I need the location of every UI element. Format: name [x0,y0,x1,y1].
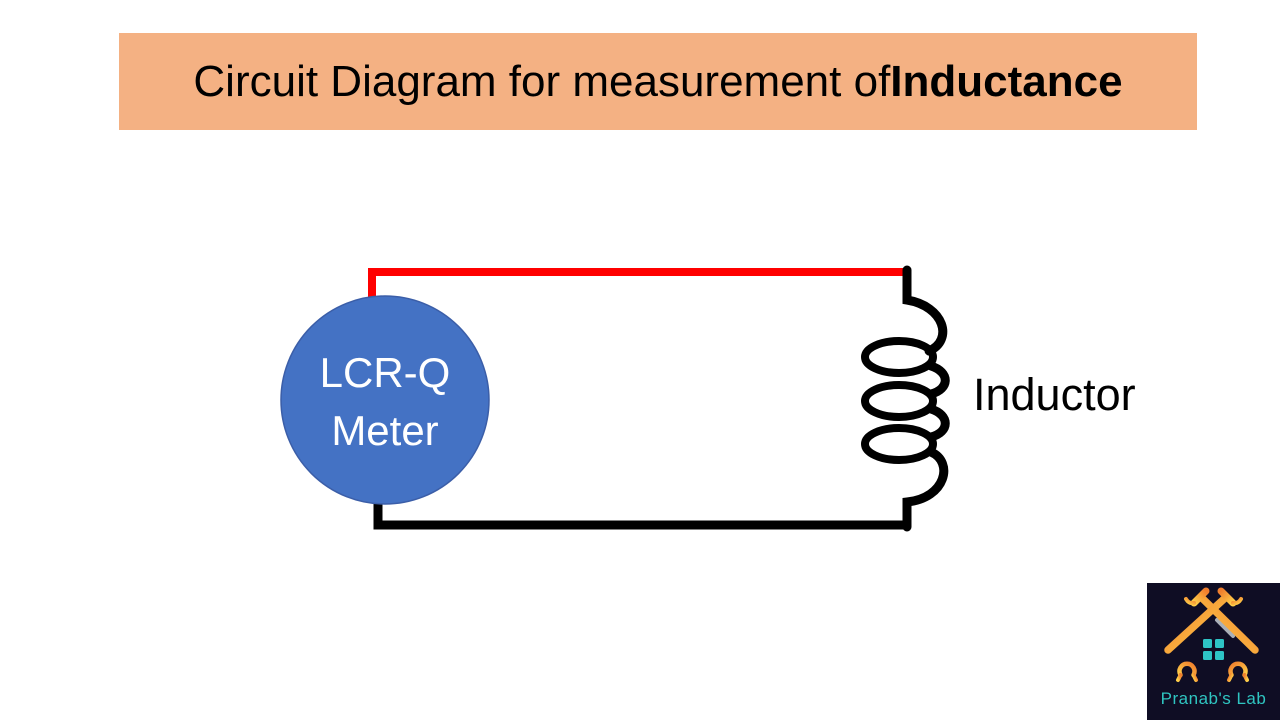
top-wire [368,268,907,300]
title-highlight: Inductance [890,56,1123,106]
hammer-heads [1184,587,1243,607]
house-window [1203,639,1224,660]
inductor-coil [861,265,950,532]
wrench-legs [1176,636,1249,682]
title-banner: Circuit Diagram for measurement of Induc… [119,33,1197,130]
lcr-meter-label-line1: LCR-Q [319,349,451,396]
screwdriver-accent [1215,618,1235,638]
title-text: Circuit Diagram for measurement of [193,56,891,106]
logo: Pranab's Lab [1147,583,1280,720]
hammer-handles [1164,595,1259,654]
inductor-label: Inductor [973,369,1136,420]
lcr-meter-label-line2: Meter [331,407,439,454]
crossed-hammers-icon [1164,587,1259,682]
bottom-wire [373,498,908,530]
logo-text: Pranab's Lab [1160,689,1267,708]
lcr-meter-label: LCR-Q Meter [285,344,485,460]
lcr-meter-circle [280,295,490,505]
